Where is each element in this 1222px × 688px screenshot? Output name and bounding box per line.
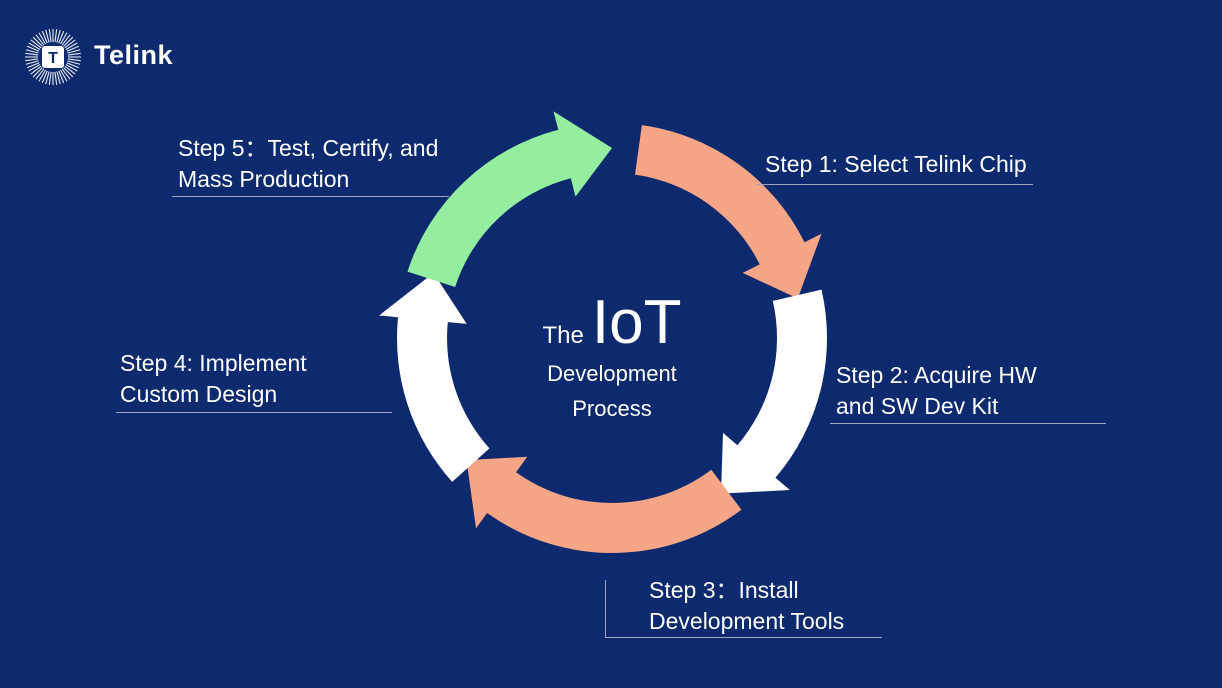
step-2-label: Step 2: Acquire HW and SW Dev Kit bbox=[836, 360, 1037, 422]
arrow-step4-to-step5 bbox=[379, 273, 490, 482]
arrow-step2-to-step3 bbox=[721, 289, 828, 494]
step-4-label: Step 4: Implement Custom Design bbox=[120, 348, 307, 410]
center-title: The IoT Development Process bbox=[512, 292, 712, 424]
step-1-label: Step 1: Select Telink Chip bbox=[765, 149, 1027, 180]
telink-logo-icon: T bbox=[25, 29, 81, 85]
center-line3: Process bbox=[572, 396, 652, 421]
step-3-line1: Step 3：Install bbox=[649, 577, 799, 603]
step-4-line2: Custom Design bbox=[120, 381, 278, 407]
step-2-line2: and SW Dev Kit bbox=[836, 393, 999, 419]
center-iot: IoT bbox=[591, 288, 682, 357]
center-the: The bbox=[542, 322, 584, 349]
step-3-line2: Development Tools bbox=[649, 608, 845, 634]
arrow-step1-to-step2 bbox=[635, 125, 822, 299]
logo-letter: T bbox=[48, 50, 58, 67]
step-4-underline bbox=[116, 412, 392, 413]
step-5-label: Step 5：Test, Certify, and Mass Productio… bbox=[178, 133, 438, 195]
center-line2: Development bbox=[547, 361, 677, 386]
arrow-step3-to-step4 bbox=[466, 456, 742, 554]
brand-name: Telink bbox=[94, 40, 174, 70]
step-1-underline bbox=[757, 184, 1033, 185]
step-4-line1: Step 4: Implement bbox=[120, 350, 307, 376]
step-5-line2: Mass Production bbox=[178, 166, 350, 192]
arrow-step5-to-step1 bbox=[407, 111, 612, 288]
step-2-underline bbox=[830, 423, 1106, 424]
step-1-line1: Step 1: Select Telink Chip bbox=[765, 151, 1027, 177]
step-3-underline bbox=[605, 637, 882, 638]
step-3-label: Step 3：Install Development Tools bbox=[649, 575, 844, 637]
step-5-underline bbox=[172, 196, 449, 197]
step-3-bracket-line bbox=[605, 580, 606, 637]
step-2-line1: Step 2: Acquire HW bbox=[836, 362, 1037, 388]
step-5-line1: Step 5：Test, Certify, and bbox=[178, 135, 439, 161]
